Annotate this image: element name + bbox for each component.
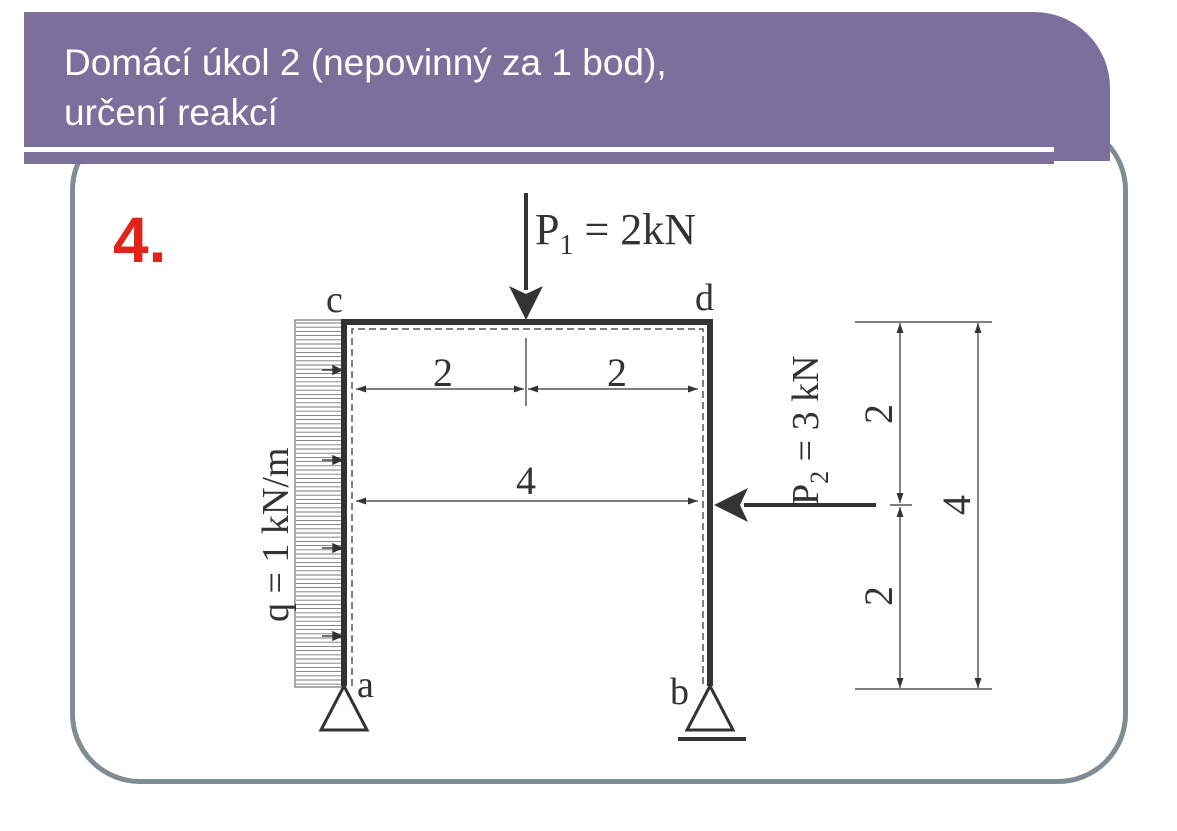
title-bar: Domácí úkol 2 (nepovinný za 1 bod), urče… [24, 12, 1110, 164]
frame-members [341, 319, 713, 686]
node-d-label: d [695, 277, 714, 319]
slide-title-line-2: určení reakcí [64, 92, 278, 133]
distributed-load-label: q = 1 kN/m [255, 448, 297, 623]
title-base [24, 152, 1054, 164]
dim-right-upper: 2 [856, 404, 901, 424]
distributed-load-arrow [322, 454, 344, 466]
dim-height-total: 4 [934, 495, 979, 515]
load-p1-arrow [509, 193, 543, 320]
distributed-load-arrow [322, 364, 344, 376]
load-p2-arrow [714, 488, 876, 522]
distributed-load-arrow [322, 630, 344, 642]
horizontal-dimension-lines [356, 338, 698, 505]
dim-right-lower: 2 [856, 586, 901, 606]
load-p1-label: P1 = 2kN [535, 205, 696, 261]
node-a-label: a [357, 664, 374, 706]
slide-title-line-1: Domácí úkol 2 (nepovinný za 1 bod), [64, 42, 667, 83]
dim-width-total: 4 [516, 458, 536, 503]
slide-frame [70, 120, 1128, 784]
pin-support-a [318, 682, 370, 732]
node-b-label: b [670, 671, 689, 713]
dim-top-right: 2 [607, 350, 627, 395]
distributed-load-arrow [322, 542, 344, 554]
node-c-label: c [326, 279, 343, 321]
title-rule [24, 147, 1054, 152]
load-p2-label: P2 = 3 kN [785, 355, 834, 505]
problem-number: 4. [113, 204, 167, 276]
dim-top-left: 2 [433, 350, 453, 395]
roller-support-b [678, 682, 746, 741]
vertical-dimension-lines [855, 321, 992, 690]
distributed-load-arrows [322, 364, 344, 642]
distributed-load-hatch [294, 319, 343, 688]
